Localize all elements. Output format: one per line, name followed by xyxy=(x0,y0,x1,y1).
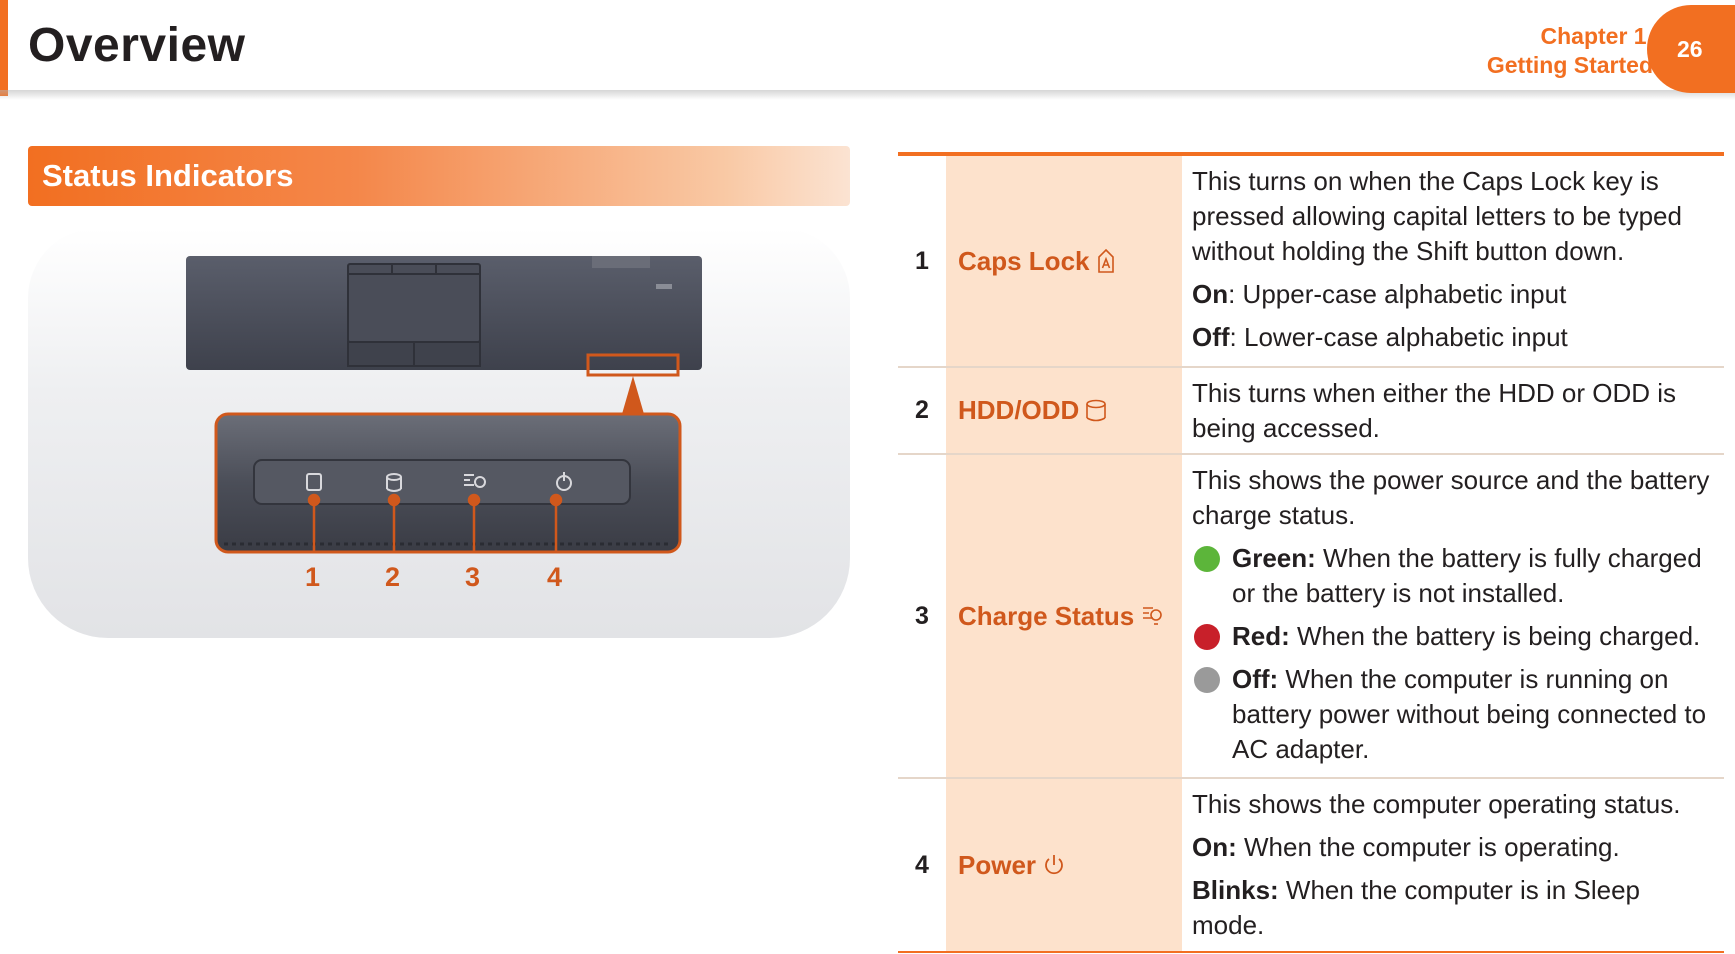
state-on: On: Upper-case alphabetic input xyxy=(1192,277,1718,312)
row-number: 3 xyxy=(915,601,929,630)
laptop-illustration-graphic xyxy=(186,256,702,554)
chapter-number: Chapter 1. xyxy=(1540,23,1653,49)
state-off: Off: Lower-case alphabetic input xyxy=(1192,320,1718,355)
state-text: When the battery is being charged. xyxy=(1289,621,1701,651)
state-label: Off: xyxy=(1232,664,1279,694)
hdd-icon xyxy=(1085,399,1107,423)
led-state-text: Red: When the battery is being charged. xyxy=(1232,619,1700,654)
state-on: On: When the computer is operating. xyxy=(1192,830,1718,865)
description-text: This turns on when the Caps Lock key is … xyxy=(1192,166,1682,266)
chapter-title: Getting Started xyxy=(1486,52,1653,78)
indicator-description: This turns when either the HDD or ODD is… xyxy=(1182,368,1724,453)
state-text: When the computer is operating. xyxy=(1236,832,1620,862)
state-label: On xyxy=(1192,279,1229,309)
callout-4: 4 xyxy=(547,562,563,592)
indicator-name-cell: Caps Lock xyxy=(946,156,1182,366)
indicator-highlight-box xyxy=(586,353,680,377)
zoom-pointer xyxy=(622,376,644,414)
row-number: 1 xyxy=(915,246,929,275)
description-text: This shows the computer operating status… xyxy=(1192,789,1681,819)
callout-2: 2 xyxy=(385,562,401,592)
table-row: 2 HDD/ODD This turns when either the HDD… xyxy=(898,368,1724,455)
chapter-label: Chapter 1. Getting Started xyxy=(1487,22,1653,80)
indicator-description: This shows the computer operating status… xyxy=(1182,779,1724,951)
off-led-icon xyxy=(1194,667,1220,693)
indicator-name-cell: Power xyxy=(946,779,1182,951)
description-text: This shows the power source and the batt… xyxy=(1192,465,1710,530)
status-indicators-table: 1 Caps Lock This turns on when the Caps … xyxy=(898,152,1724,953)
red-led-icon xyxy=(1194,624,1220,650)
state-label: Red: xyxy=(1232,621,1290,651)
state-text: : Upper-case alphabetic input xyxy=(1228,279,1567,309)
led-state-text: Off: When the computer is running on bat… xyxy=(1232,662,1718,767)
callout-3: 3 xyxy=(465,562,481,592)
state-text: When the computer is in Sleep mode. xyxy=(1192,875,1640,940)
led-state-text: Green: When the battery is fully charged… xyxy=(1232,541,1718,611)
led-state-off: Off: When the computer is running on bat… xyxy=(1192,662,1718,767)
state-label: Green: xyxy=(1232,543,1316,573)
caps-lock-icon xyxy=(1096,248,1116,274)
state-text: : Lower-case alphabetic input xyxy=(1229,322,1568,352)
state-text: When the computer is running on battery … xyxy=(1232,664,1707,764)
state-label: Blinks: xyxy=(1192,875,1279,905)
indicator-name: HDD/ODD xyxy=(958,395,1080,425)
touchpad xyxy=(347,263,481,343)
laptop-illustration: 1 2 3 4 xyxy=(28,228,850,638)
row-number: 4 xyxy=(915,850,929,879)
row-number: 2 xyxy=(915,396,929,424)
green-led-icon xyxy=(1194,546,1220,572)
power-icon xyxy=(1042,853,1066,877)
indicator-name: Charge Status xyxy=(958,600,1135,631)
page-number-badge: 26 xyxy=(1647,5,1735,93)
state-blinks: Blinks: When the computer is in Sleep mo… xyxy=(1192,873,1718,943)
state-label: Off xyxy=(1192,322,1230,352)
state-label: On: xyxy=(1192,832,1237,862)
page-number: 26 xyxy=(1677,35,1703,62)
header-divider xyxy=(0,90,1735,100)
indicator-name: Power xyxy=(958,849,1037,880)
caps-lock-led-icon xyxy=(306,473,322,491)
indicator-strip xyxy=(253,459,631,505)
charge-status-icon xyxy=(1140,603,1166,629)
charge-led-icon xyxy=(464,474,474,486)
table-row: 4 Power This shows the computer operatin… xyxy=(898,779,1724,953)
table-row: 1 Caps Lock This turns on when the Caps … xyxy=(898,156,1724,368)
led-state-green: Green: When the battery is fully charged… xyxy=(1192,541,1718,611)
page-title: Overview xyxy=(28,19,246,72)
table-row: 3 Charge Status This shows the power sou… xyxy=(898,455,1724,779)
indicator-name-cell: HDD/ODD xyxy=(946,368,1182,453)
indicator-name: Caps Lock xyxy=(958,245,1090,276)
indicator-description: This shows the power source and the batt… xyxy=(1182,455,1724,777)
description-text: This turns when either the HDD or ODD is… xyxy=(1192,378,1677,443)
state-text: When the battery is fully charged or the… xyxy=(1232,543,1702,608)
header-accent-bar xyxy=(0,0,8,96)
callout-1: 1 xyxy=(305,562,321,592)
led-state-red: Red: When the battery is being charged. xyxy=(1192,619,1718,654)
section-banner: Status Indicators xyxy=(28,146,850,206)
indicator-description: This turns on when the Caps Lock key is … xyxy=(1182,156,1724,366)
section-title: Status Indicators xyxy=(42,158,294,193)
indicator-name-cell: Charge Status xyxy=(946,455,1182,777)
